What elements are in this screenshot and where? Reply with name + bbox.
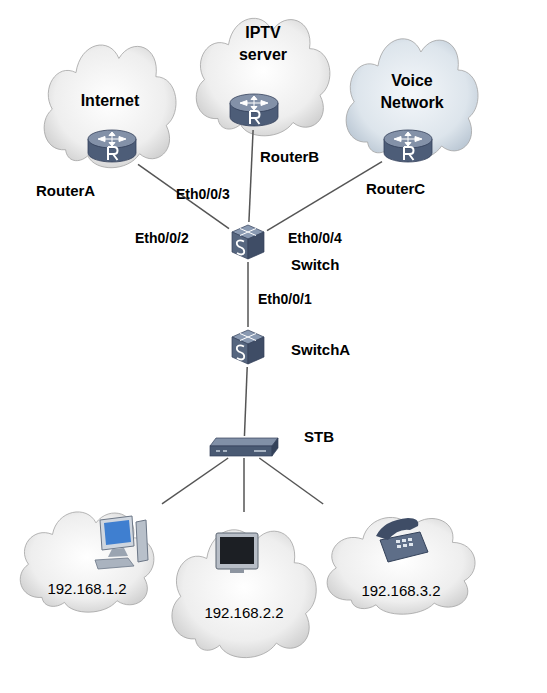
- switch-glyph: [237, 240, 244, 254]
- stb-side: [272, 438, 278, 456]
- router-glyph: [250, 111, 260, 124]
- switch-front: [232, 337, 248, 364]
- port-label: Eth0/0/2: [135, 230, 189, 246]
- link-line: [162, 458, 228, 504]
- host-cloud: 192.168.1.2: [12, 498, 162, 614]
- network-cloud: RouterA Internet: [36, 28, 184, 170]
- pc-keyboard: [95, 558, 134, 569]
- cloud-shape: [163, 512, 325, 660]
- host-cloud: 192.168.2.2: [163, 512, 325, 660]
- cloud-title: Internet: [36, 90, 184, 112]
- device-name: RouterC: [366, 180, 425, 198]
- cloud-outline: [196, 18, 330, 136]
- ip-address: 192.168.3.2: [318, 582, 484, 600]
- port-label: Eth0/0/1: [258, 291, 312, 307]
- host-cloud: 192.168.3.2: [318, 504, 484, 616]
- router-top: [230, 94, 278, 112]
- router-shape: [86, 126, 138, 166]
- device-name: Switch: [291, 256, 339, 274]
- stb-front: [210, 446, 272, 456]
- network-cloud: RouterB IPTV server: [188, 2, 338, 138]
- phone-handset: [376, 518, 418, 540]
- device-name: SwitchA: [291, 341, 350, 359]
- device-name: STB: [304, 428, 334, 446]
- pc-icon: [95, 516, 148, 569]
- tv-body: [216, 533, 258, 569]
- phone-icon: [376, 518, 428, 562]
- pc-screen: [104, 520, 131, 545]
- phone-keys: [396, 538, 413, 548]
- pc-stand: [108, 548, 128, 557]
- pc-tower: [136, 520, 148, 562]
- link-line: [249, 130, 253, 222]
- device-name: RouterB: [260, 148, 319, 166]
- tv-screen: [220, 537, 254, 564]
- pc-monitor: [100, 516, 134, 550]
- stb-lights: [216, 450, 266, 452]
- link-line: [267, 162, 382, 231]
- switch-icon: SwitchA: [229, 327, 267, 367]
- link-line: [247, 262, 249, 327]
- cloud-outline: [20, 512, 154, 612]
- switch-side: [248, 337, 264, 364]
- switch-front: [232, 232, 248, 259]
- switch-shape: [229, 222, 267, 262]
- port-label: Eth0/0/3: [176, 186, 230, 202]
- stb-top: [210, 438, 278, 446]
- router-icon: RouterC: [382, 126, 434, 166]
- set-top-box: STB: [208, 436, 280, 458]
- cloud-title: IPTV server: [225, 22, 301, 66]
- tv-stand: [230, 569, 244, 573]
- stb-shape: [208, 436, 280, 458]
- cloud-outline: [327, 517, 475, 614]
- switch-shape: [229, 327, 267, 367]
- router-glyph: [404, 147, 414, 160]
- router-top: [88, 130, 136, 148]
- router-arrows: [98, 132, 126, 146]
- router-shape: [382, 126, 434, 166]
- device-name: RouterA: [36, 182, 95, 200]
- port-label: Eth0/0/4: [288, 230, 342, 246]
- link-line: [138, 164, 229, 228]
- link-line: [243, 458, 245, 512]
- ip-address: 192.168.1.2: [12, 580, 162, 598]
- switch-arrows: [240, 229, 256, 236]
- cloud-outline: [346, 39, 478, 160]
- switch-icon: Switch: [229, 222, 267, 262]
- router-arrows: [394, 132, 422, 146]
- switch-arrows: [240, 334, 256, 341]
- router-top: [384, 130, 432, 148]
- cloud-title: Voice Network: [368, 70, 456, 114]
- switch-side: [248, 232, 264, 259]
- switch-glyph: [237, 345, 244, 359]
- link-line: [244, 367, 247, 436]
- router-icon: RouterB: [228, 90, 280, 130]
- ip-address: 192.168.2.2: [163, 604, 325, 622]
- router-icon: RouterA: [86, 126, 138, 166]
- router-arrows: [240, 96, 268, 110]
- router-shape: [228, 90, 280, 130]
- phone-base: [380, 532, 428, 562]
- cloud-outline: [172, 530, 316, 658]
- network-cloud: RouterCVoice Network: [338, 22, 486, 162]
- link-line: [259, 458, 323, 504]
- router-glyph: [108, 147, 118, 160]
- tv-icon: [216, 533, 258, 573]
- cloud-shape: [318, 504, 484, 616]
